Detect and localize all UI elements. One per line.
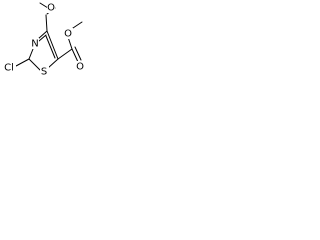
chemical-structure: O N S Cl O O	[1, 2, 85, 78]
bond-c4-n3	[37, 30, 48, 40]
bond-s1-c5	[47, 58, 59, 69]
atom-carbonyl-oxygen: O	[76, 61, 85, 73]
bond-c5-c4-double	[45, 35, 56, 59]
atom-methoxy-oxygen: O	[47, 2, 55, 14]
atom-ester-oxygen: O	[64, 28, 73, 40]
atom-chlorine: Cl	[1, 62, 16, 74]
chlorine-label: Cl	[4, 63, 14, 74]
bond-c2-cl	[15, 58, 30, 67]
bond-n3-c2	[28, 48, 34, 60]
ring-sulfur-label: S	[41, 67, 47, 78]
bond-c5-carbonyl-c	[57, 48, 73, 60]
atom-ring-nitrogen: N	[30, 38, 39, 50]
bond-c4-n3-double	[38, 34, 47, 42]
atom-ring-sulfur: S	[40, 66, 49, 78]
methoxy-oxygen-label: O	[47, 3, 55, 14]
bond-ch2-c4	[45, 14, 48, 32]
bond-carbonyl-c-o-double-a	[71, 48, 79, 63]
bond-carbonyl-c-o-double-b	[74, 46, 82, 61]
bond-c2-s1	[28, 58, 41, 71]
carbonyl-oxygen-label: O	[76, 62, 84, 73]
ester-oxygen-label: O	[64, 29, 72, 40]
ring-nitrogen-label: N	[31, 39, 38, 50]
bond-methyl-methoxy-o	[39, 2, 49, 9]
bond-c5-c4	[46, 30, 59, 60]
